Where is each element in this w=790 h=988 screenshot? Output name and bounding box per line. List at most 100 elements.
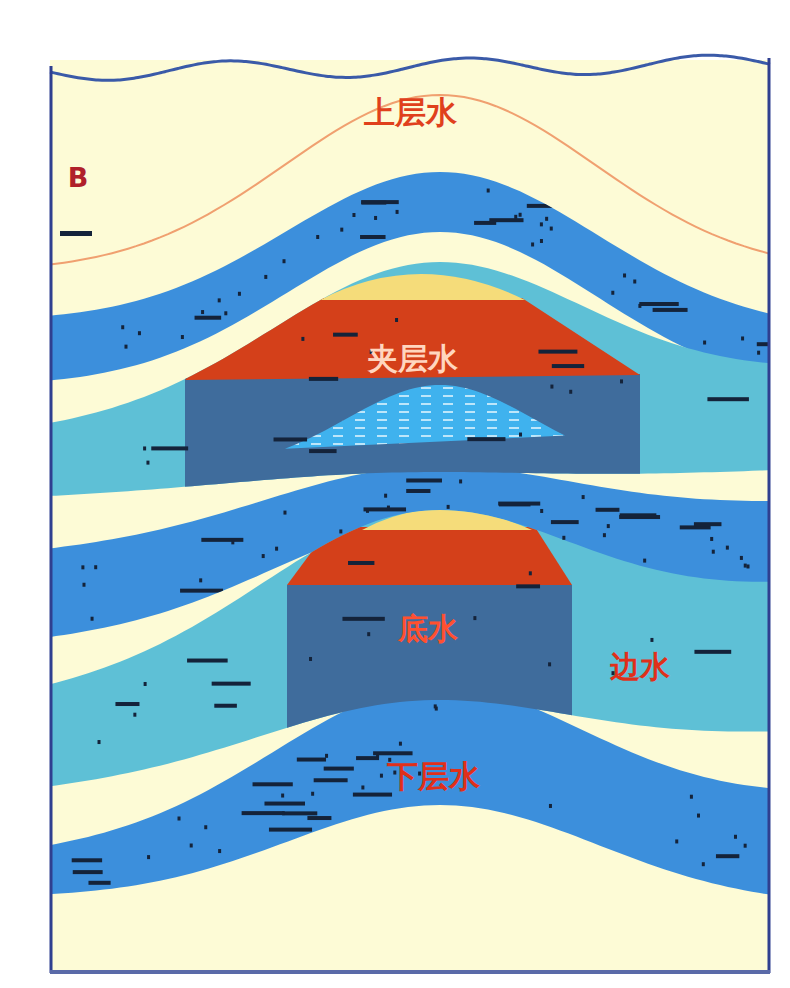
lithology-dot	[529, 571, 532, 575]
lithology-dot	[309, 657, 312, 661]
lithology-dash	[60, 231, 92, 236]
lithology-dash	[324, 767, 354, 771]
lithology-dot	[81, 565, 84, 569]
lithology-dash	[297, 758, 326, 762]
lithology-dash	[309, 377, 338, 381]
lithology-dash	[406, 478, 442, 482]
lithology-dash	[195, 316, 222, 320]
lithology-dash	[333, 333, 358, 337]
lithology-dash	[653, 308, 688, 312]
lithology-dot	[744, 564, 747, 568]
water-type-label: 夹层水	[368, 342, 458, 375]
lithology-dot	[569, 390, 572, 394]
lithology-dot	[387, 506, 390, 510]
water-type-label: 上层水	[364, 95, 457, 129]
lithology-dot	[238, 292, 241, 296]
lithology-dot	[744, 844, 747, 848]
lithology-dot	[540, 222, 543, 226]
shale-band	[52, 686, 768, 896]
lithology-dash	[361, 200, 399, 204]
lithology-dot	[726, 546, 729, 550]
lithology-dot	[620, 379, 623, 383]
lithology-dot	[690, 795, 693, 799]
ground-surface	[50, 55, 770, 80]
lithology-dot	[374, 216, 377, 220]
lithology-dash	[516, 584, 540, 588]
lithology-dot	[540, 239, 543, 243]
lithology-dot	[133, 713, 136, 717]
lithology-dot	[190, 843, 193, 847]
lithology-dot	[702, 862, 705, 866]
lithology-dash	[596, 508, 620, 512]
lithology-dot	[262, 554, 265, 558]
lithology-dash	[314, 778, 348, 782]
lithology-dash	[307, 816, 331, 820]
gas-cap	[320, 274, 525, 300]
lithology-dash	[639, 302, 678, 306]
lithology-dot	[201, 310, 204, 314]
lithology-dot	[231, 540, 234, 544]
lithology-dash	[527, 204, 555, 208]
bottom-water-zone	[287, 585, 572, 760]
lithology-dash	[467, 437, 505, 441]
lithology-dash	[72, 858, 102, 862]
lithology-dash	[364, 507, 407, 511]
lithology-dot	[339, 529, 342, 533]
lithology-dot	[519, 433, 522, 437]
water-type-label: 边水	[610, 650, 670, 683]
frame-left	[50, 66, 53, 973]
lithology-dot	[367, 632, 370, 636]
lithology-dash	[498, 502, 540, 506]
lithology-dot	[311, 792, 314, 796]
lithology-dot	[611, 291, 614, 295]
lithology-dot	[487, 189, 490, 193]
lithology-dot	[124, 345, 127, 349]
lithology-dot	[638, 304, 641, 308]
lithology-dot	[361, 785, 364, 789]
oil-zone	[287, 527, 572, 585]
lithology-dot	[281, 794, 284, 798]
lithology-dot	[623, 273, 626, 277]
water-type-label: 下层水	[387, 759, 480, 793]
lithology-dash	[309, 449, 336, 453]
lithology-dot	[146, 461, 149, 465]
frame-right	[768, 58, 771, 973]
lithology-dash	[707, 397, 748, 401]
lithology-dash	[73, 870, 103, 874]
water-type-label: 底水	[398, 612, 458, 645]
lithology-dot	[747, 564, 750, 568]
lithology-dot	[514, 215, 517, 219]
lithology-dash	[348, 561, 374, 565]
lithology-dash	[253, 782, 293, 786]
lithology-dot	[340, 228, 343, 232]
lithology-dash	[274, 437, 308, 441]
lithology-dash	[214, 704, 237, 708]
lithology-dash	[356, 756, 379, 760]
lithology-dot	[283, 259, 286, 263]
lithology-dot	[519, 213, 522, 217]
lithology-dash	[201, 538, 243, 542]
lithology-dot	[283, 511, 286, 515]
lithology-dot	[366, 509, 369, 513]
lithology-dash	[115, 702, 139, 706]
lithology-dot	[562, 536, 565, 540]
lithology-dash	[406, 489, 430, 493]
lithology-dot	[181, 335, 184, 339]
lithology-dot	[697, 814, 700, 818]
lithology-dash	[353, 793, 392, 797]
lithology-dot	[549, 804, 552, 808]
lithology-dash	[716, 854, 739, 858]
lithology-dot	[301, 337, 304, 341]
lithology-dash	[212, 682, 251, 686]
lithology-dot	[138, 331, 141, 335]
lithology-dot	[224, 311, 227, 315]
lithology-dot	[218, 849, 221, 853]
lithology-dot	[144, 682, 147, 686]
lithology-dash	[360, 235, 385, 239]
lithology-dot	[325, 754, 328, 758]
water-type-label: B	[68, 163, 89, 193]
lithology-dot	[550, 227, 553, 231]
lithology-dash	[187, 659, 228, 663]
lithology-dash	[551, 520, 579, 524]
